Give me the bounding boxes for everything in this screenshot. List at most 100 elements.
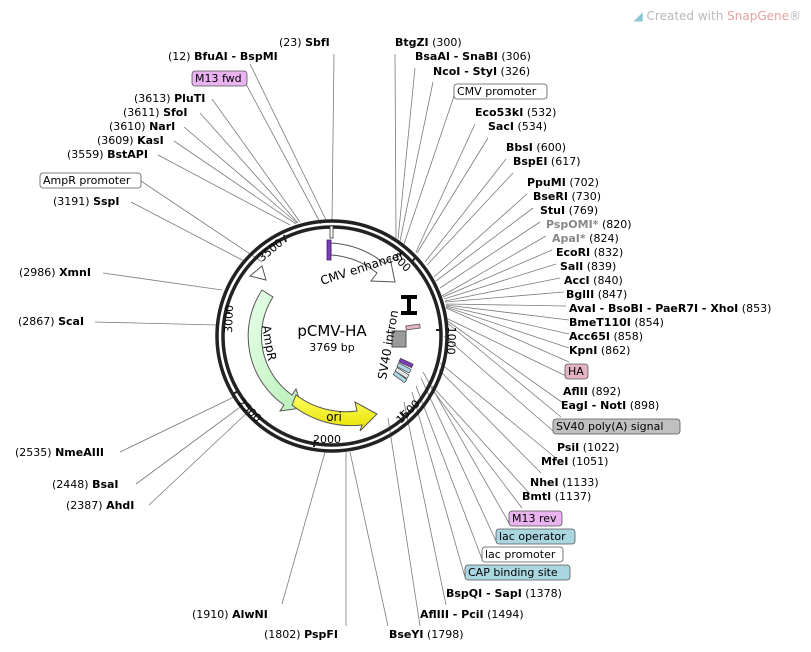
cmv-enhancer-arrow[interactable] [330, 242, 396, 283]
site-position-scai: (2867) [18, 315, 55, 328]
site-label-bmet110i[interactable]: BmeT110I (854) [569, 316, 664, 329]
site-position-kpni: (862) [601, 344, 631, 357]
site-label-bglii[interactable]: BglII (847) [566, 288, 627, 301]
sv40-intron-box[interactable] [391, 330, 407, 348]
site-enzyme-bspei: BspEI [513, 155, 547, 168]
feature-box-ha[interactable]: HA [564, 363, 589, 380]
site-label-eco53ki[interactable]: Eco53kI (532) [475, 106, 556, 119]
lac-feature-cluster[interactable] [392, 357, 414, 384]
site-position-eco53ki: (532) [527, 106, 557, 119]
site-position-pluti: (3613) [134, 92, 171, 105]
site-position-ecori: (832) [594, 246, 624, 259]
site-label-ahdi[interactable]: (2387) AhdI [66, 499, 134, 512]
leader-line-pspomi [441, 235, 547, 297]
feature-box-label-sv40pa: SV40 poly(A) signal [556, 420, 663, 433]
leader-line-sbfi [331, 53, 335, 223]
site-text-ahdi: (2387) AhdI [66, 499, 134, 512]
site-enzyme-avai: AvaI - BsoBI - PaeR7I - XhoI [569, 302, 738, 315]
site-label-pluti[interactable]: (3613) PluTI [134, 92, 205, 105]
site-label-mfei[interactable]: MfeI (1051) [541, 455, 608, 468]
site-enzyme-nmeaiii: NmeAIII [55, 446, 104, 459]
feature-box-label-cmvprom: CMV promoter [457, 85, 537, 98]
leader-line-ahdi [148, 410, 250, 506]
feature-box-m13rev[interactable]: M13 rev [508, 510, 563, 527]
site-label-sspi[interactable]: (3191) SspI [53, 195, 120, 208]
m13fwd-marker[interactable] [326, 239, 332, 261]
site-label-acc65i[interactable]: Acc65I (858) [569, 330, 643, 343]
site-label-sfoi[interactable]: (3611) SfoI [123, 106, 187, 119]
site-label-ncoi[interactable]: NcoI - StyI (326) [433, 65, 530, 78]
site-enzyme-eagi: EagI - NotI [561, 399, 626, 412]
feature-box-label-amprprom: AmpR promoter [43, 174, 131, 187]
site-label-bspei[interactable]: BspEI (617) [513, 155, 581, 168]
feature-box-amprprom[interactable]: AmpR promoter [39, 172, 142, 189]
site-label-scai[interactable]: (2867) ScaI [18, 315, 84, 328]
site-label-btgzi[interactable]: BtgZI (300) [395, 36, 462, 49]
site-position-bbsi: (600) [536, 141, 566, 154]
site-label-kasi[interactable]: (3609) KasI [97, 134, 164, 147]
site-text-xmni: (2986) XmnI [19, 266, 91, 279]
site-label-ecori[interactable]: EcoRI (832) [556, 246, 623, 259]
site-label-bspqi[interactable]: BspQI - SapI (1378) [446, 587, 562, 600]
site-text-nmeaiii: (2535) NmeAIII [15, 446, 104, 459]
site-label-bseyi[interactable]: BseYI (1798) [389, 628, 464, 641]
site-label-eagi[interactable]: EagI - NotI (898) [561, 399, 659, 412]
feature-box-lacop[interactable]: lac operator [495, 528, 576, 545]
site-label-bbsi[interactable]: BbsI (600) [506, 141, 566, 154]
site-label-acci[interactable]: AccI (840) [564, 274, 623, 287]
feature-box-lacprom[interactable]: lac promoter [481, 546, 564, 563]
site-text-btgzi: BtgZI (300) [395, 36, 462, 49]
site-position-kasi: (3609) [97, 134, 134, 147]
site-text-kpni: KpnI (862) [569, 344, 630, 357]
site-label-saci[interactable]: SacI (534) [488, 120, 547, 133]
ha-tag-box[interactable] [405, 323, 421, 331]
site-label-psii[interactable]: PsiI (1022) [557, 441, 619, 454]
site-label-avai[interactable]: AvaI - BsoBI - PaeR7I - XhoI (853) [569, 302, 771, 315]
site-label-xmni[interactable]: (2986) XmnI [19, 266, 91, 279]
leader-line-ecori [443, 263, 557, 300]
site-enzyme-alwni: AlwNI [232, 608, 268, 621]
leader-line-xmni [102, 272, 223, 291]
leader-line-btgzi [394, 53, 397, 239]
site-label-nhei[interactable]: NheI (1133) [530, 476, 599, 489]
site-text-ppumi: PpuMI (702) [527, 176, 599, 189]
site-label-pspomi[interactable]: PspOMI* (820) [546, 218, 632, 231]
site-label-afliii[interactable]: AflIII - PciI (1494) [420, 608, 524, 621]
site-label-bmti[interactable]: BmtI (1137) [522, 490, 591, 503]
feature-box-m13fwd[interactable]: M13 fwd [191, 70, 248, 87]
site-label-nari[interactable]: (3610) NarI [109, 120, 175, 133]
site-label-bsai[interactable]: (2448) BsaI [52, 478, 119, 491]
site-label-stui[interactable]: StuI (769) [540, 204, 598, 217]
site-text-aflii: AflII (892) [563, 385, 621, 398]
site-label-aflii[interactable]: AflII (892) [563, 385, 621, 398]
site-label-nmeaiii[interactable]: (2535) NmeAIII [15, 446, 104, 459]
leader-line-acc65i [445, 306, 570, 349]
site-label-pspfi[interactable]: (1802) PspFI [264, 628, 338, 641]
site-label-kpni[interactable]: KpnI (862) [569, 344, 630, 357]
site-label-ppumi[interactable]: PpuMI (702) [527, 176, 599, 189]
site-position-sfoi: (3611) [123, 106, 160, 119]
site-position-psii: (1022) [583, 441, 620, 454]
feature-box-cap[interactable]: CAP binding site [464, 564, 571, 581]
site-enzyme-afliii: AflIII - PciI [420, 608, 484, 621]
ampr-label: AmpR [259, 324, 279, 362]
site-enzyme-bglii: BglII [566, 288, 594, 301]
site-position-afliii: (1494) [487, 608, 524, 621]
site-label-sali[interactable]: SalI (839) [560, 260, 616, 273]
site-label-bsaai[interactable]: BsaAI - SnaBI (306) [415, 50, 531, 63]
feature-box-bg-m13rev [508, 510, 563, 527]
site-label-bstapi[interactable]: (3559) BstAPI [67, 148, 148, 161]
site-enzyme-kasi: KasI [137, 134, 164, 147]
leader-line-stui [439, 221, 541, 289]
feature-box-label-ha: HA [568, 365, 584, 378]
site-label-bseri[interactable]: BseRI (730) [533, 190, 601, 203]
site-label-apai[interactable]: ApaI* (824) [552, 232, 619, 245]
site-label-sbfi[interactable]: (23) SbfI [279, 36, 330, 49]
site-label-alwni[interactable]: (1910) AlwNI [192, 608, 268, 621]
sv40-intron-bar-icon [401, 295, 417, 315]
ori-arrow[interactable] [291, 394, 378, 432]
leader-line-sspi [130, 201, 247, 263]
site-label-bfuai[interactable]: (12) BfuAI - BspMI [168, 50, 278, 63]
feature-box-cmvprom[interactable]: CMV promoter [453, 83, 548, 100]
feature-box-sv40pa[interactable]: SV40 poly(A) signal [552, 418, 681, 435]
